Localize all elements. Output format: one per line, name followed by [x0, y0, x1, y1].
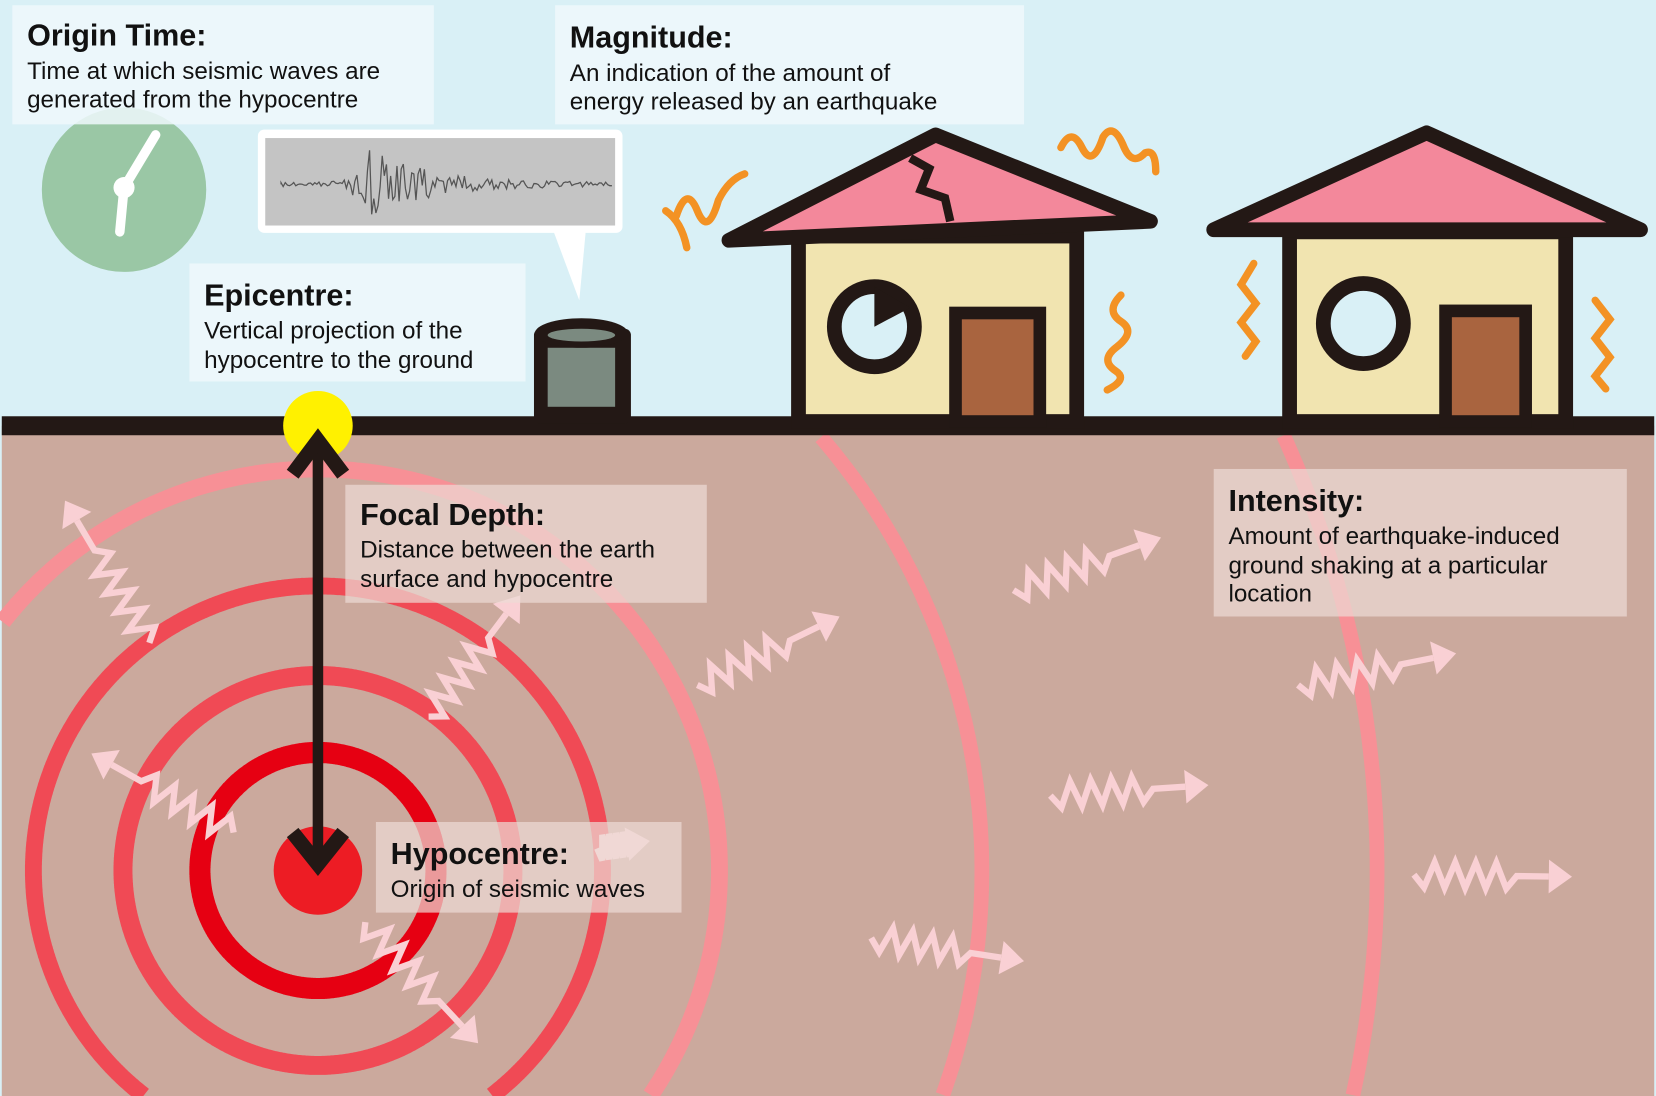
- magnitude-line-2: energy released by an earthquake: [570, 89, 938, 116]
- focal-depth-title: Focal Depth:: [360, 498, 545, 532]
- label-epicentre: Epicentre: Vertical projection of the hy…: [189, 263, 525, 381]
- seismometer-icon: [534, 318, 631, 423]
- origin-time-title: Origin Time:: [27, 18, 206, 52]
- magnitude-title: Magnitude:: [570, 20, 733, 54]
- label-focal-depth: Focal Depth: Distance between the earth …: [345, 485, 706, 603]
- hypocentre-title: Hypocentre:: [391, 837, 569, 871]
- intensity-line-1: Amount of earthquake-induced: [1228, 523, 1559, 550]
- epicentre-line-1: Vertical projection of the: [204, 317, 462, 344]
- label-magnitude: Magnitude: An indication of the amount o…: [555, 5, 1024, 124]
- magnitude-line-1: An indication of the amount of: [570, 60, 891, 87]
- origin-time-line-2: generated from the hypocentre: [27, 86, 358, 113]
- hypocentre-line-1: Origin of seismic waves: [391, 876, 645, 903]
- intensity-line-2: ground shaking at a particular: [1228, 552, 1547, 579]
- clock-icon: [42, 107, 206, 271]
- origin-time-line-1: Time at which seismic waves are: [27, 58, 380, 85]
- label-origin-time: Origin Time: Time at which seismic waves…: [12, 5, 434, 124]
- epicentre-line-2: hypocentre to the ground: [204, 347, 473, 374]
- intensity-line-3: location: [1228, 581, 1311, 608]
- epicentre-title: Epicentre:: [204, 279, 353, 313]
- focal-depth-line-1: Distance between the earth: [360, 536, 655, 563]
- intensity-title: Intensity:: [1228, 484, 1364, 518]
- label-intensity: Intensity: Amount of earthquake-induced …: [1214, 469, 1627, 617]
- label-hypocentre: Hypocentre: Origin of seismic waves: [376, 822, 682, 913]
- focal-depth-line-2: surface and hypocentre: [360, 566, 613, 593]
